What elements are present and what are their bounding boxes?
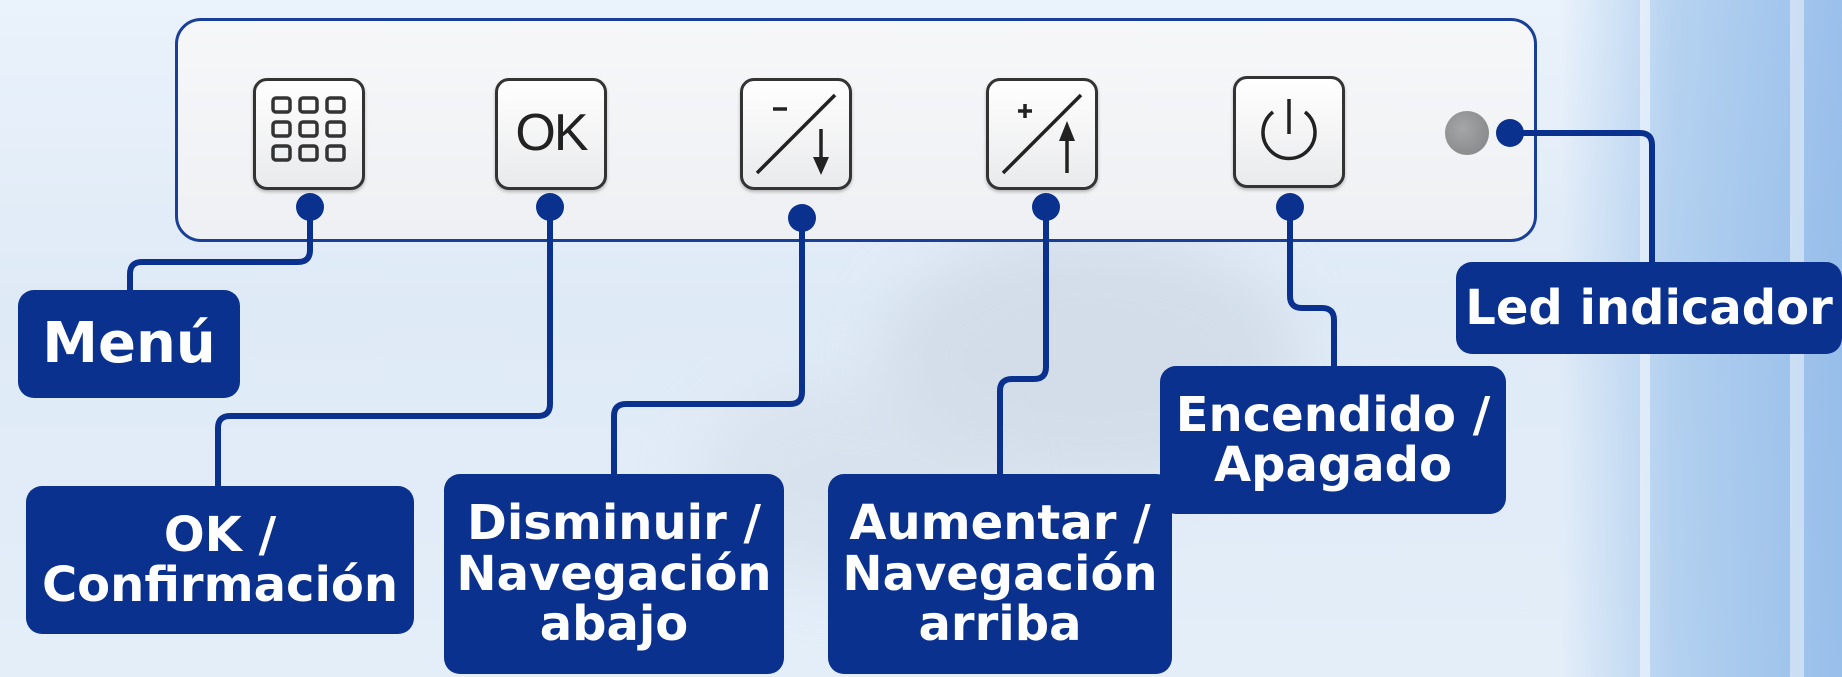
increase-label: Aumentar / Navegación arriba — [828, 474, 1172, 674]
menu-button[interactable] — [253, 78, 365, 190]
ok-confirm-label: OK / Confirmación — [26, 486, 414, 634]
decrease-button[interactable] — [740, 78, 852, 190]
minus-down-arrow-icon — [755, 93, 837, 175]
power-label: Encendido / Apagado — [1160, 366, 1506, 514]
power-button[interactable] — [1233, 76, 1345, 188]
ok-button[interactable]: OK — [495, 78, 607, 190]
grid-menu-icon — [271, 96, 346, 162]
increase-button[interactable] — [986, 78, 1098, 190]
decrease-label: Disminuir / Navegación abajo — [444, 474, 784, 674]
power-icon — [1261, 99, 1317, 161]
menu-label: Menú — [18, 290, 240, 398]
plus-up-arrow-icon — [1001, 93, 1083, 175]
led-indicator-light — [1445, 111, 1489, 155]
ok-icon: OK — [515, 104, 588, 162]
led-indicator-label: Led indicador — [1456, 262, 1842, 354]
